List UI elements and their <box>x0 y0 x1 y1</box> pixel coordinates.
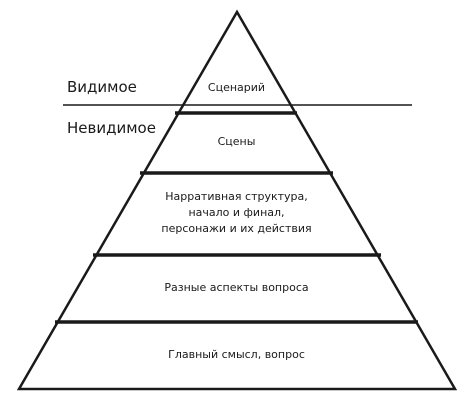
tier-line: начало и финал, <box>188 206 285 219</box>
tier-line: Нарративная структура, <box>165 190 308 203</box>
tier-line: персонажи и их действия <box>161 222 312 235</box>
tier-scenes: Сцены <box>0 134 473 150</box>
tier-line: Сценарий <box>207 81 266 94</box>
tier-line: Главный смысл, вопрос <box>168 348 305 361</box>
tier-main-meaning: Главный смысл, вопрос <box>0 347 473 363</box>
tier-line: Разные аспекты вопроса <box>164 281 309 294</box>
tier-line: Сцены <box>217 135 256 148</box>
invisible-label: Невидимое <box>67 119 156 137</box>
tier-screenplay: Сценарий <box>0 80 473 96</box>
tier-question-aspects: Разные аспекты вопроса <box>0 280 473 296</box>
visible-label: Видимое <box>67 78 137 96</box>
tier-narrative-structure: Нарративная структура, начало и финал, п… <box>0 189 473 237</box>
pyramid-outline <box>16 9 458 391</box>
